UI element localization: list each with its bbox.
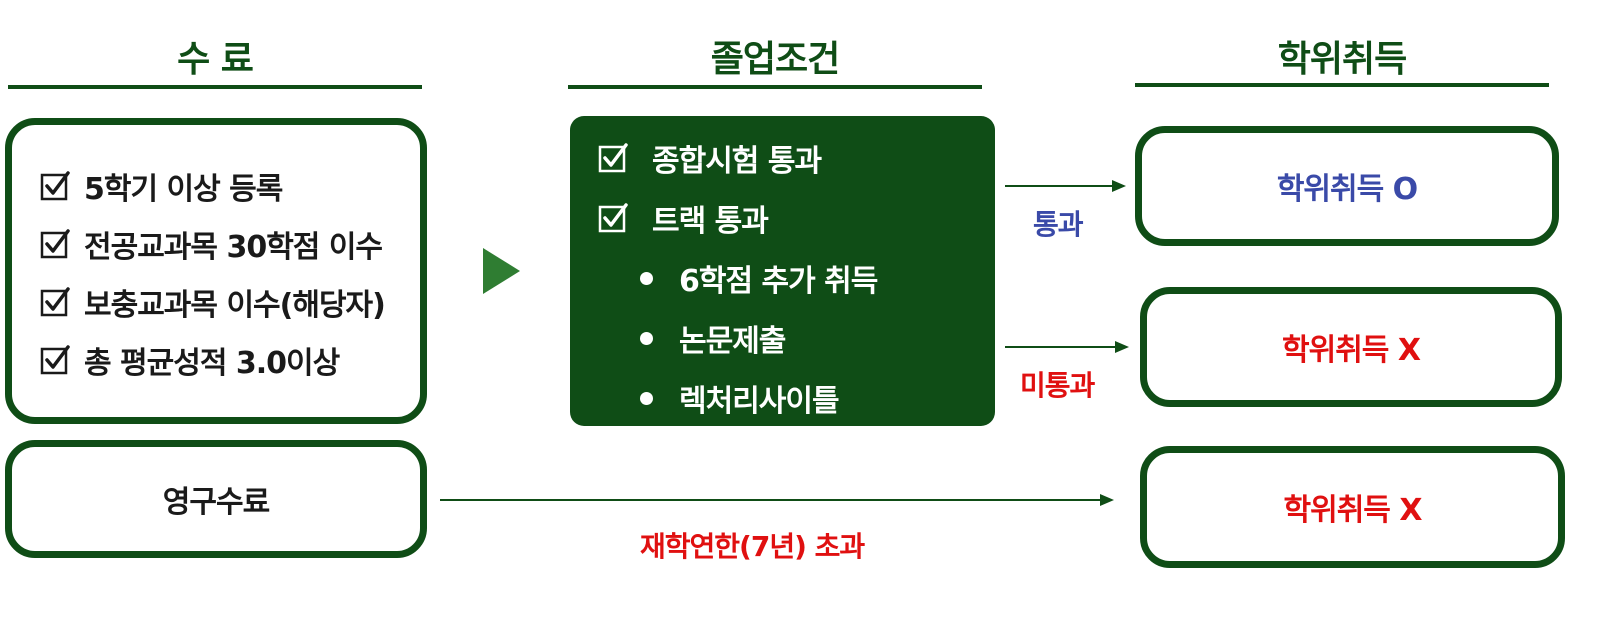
completion-list: 5학기 이상 등록 전공교과목 30학점 이수 보충교과목 이수(해당자) 총 … xyxy=(40,157,386,389)
completion-item: 5학기 이상 등록 xyxy=(40,157,385,215)
completion-item-label: 전공교과목 30학점 이수 xyxy=(84,230,383,265)
arrow-right-icon xyxy=(1005,341,1129,353)
conditions-list: 종합시험 통과 트랙 통과 6학점 추가 취득 논문제출 렉처리사이틀 xyxy=(598,128,878,428)
permanent-completion-label: 영구수료 xyxy=(162,485,270,520)
checkbox-checked-icon xyxy=(40,171,70,201)
condition-sub-item-label: 논문제출 xyxy=(679,324,786,359)
completion-item: 보충교과목 이수(해당자) xyxy=(40,273,386,331)
completion-item-label: 보충교과목 이수(해당자) xyxy=(84,288,386,323)
condition-sub-item-label: 렉처리사이틀 xyxy=(679,384,840,419)
arrow-label-fail: 미통과 xyxy=(1020,369,1095,402)
header-degree: 학위취득 xyxy=(1277,39,1407,80)
arrow-label-pass: 통과 xyxy=(1033,208,1084,241)
checkbox-checked-icon xyxy=(598,203,628,233)
arrow-label-exceeded: 재학연한(7년) 초과 xyxy=(640,530,865,563)
completion-item-label: 총 평균성적 3.0이상 xyxy=(84,346,340,381)
condition-item-label: 트랙 통과 xyxy=(652,204,769,239)
condition-sub-item: 논문제출 xyxy=(598,308,877,368)
header-conditions: 졸업조건 xyxy=(710,39,840,80)
header-completion-rule xyxy=(8,85,422,89)
permanent-completion-box: 영구수료 xyxy=(5,440,427,558)
completion-box: 5학기 이상 등록 전공교과목 30학점 이수 보충교과목 이수(해당자) 총 … xyxy=(5,118,427,424)
arrow-right-icon xyxy=(440,494,1114,506)
condition-sub-item-label: 6학점 추가 취득 xyxy=(679,264,878,299)
completion-item: 총 평균성적 3.0이상 xyxy=(40,331,385,389)
completion-item: 전공교과목 30학점 이수 xyxy=(40,215,385,273)
outcome-box-fail: 학위취득 X xyxy=(1140,287,1562,407)
completion-item-label: 5학기 이상 등록 xyxy=(84,172,283,207)
outcome-label: 학위취득 X xyxy=(1283,493,1423,528)
outcome-label: 학위취득 O xyxy=(1276,172,1418,207)
condition-item: 종합시험 통과 xyxy=(598,128,877,188)
arrow-right-icon xyxy=(1005,180,1126,192)
conditions-box: 종합시험 통과 트랙 통과 6학점 추가 취득 논문제출 렉처리사이틀 xyxy=(570,116,995,426)
outcome-label: 학위취득 X xyxy=(1282,333,1421,368)
header-completion: 수 료 xyxy=(177,39,254,80)
header-degree-rule xyxy=(1135,83,1549,87)
header-conditions-rule xyxy=(568,85,982,89)
bullet-icon xyxy=(640,331,653,345)
checkbox-checked-icon xyxy=(598,143,628,173)
outcome-box-exceeded: 학위취득 X xyxy=(1140,446,1565,568)
condition-sub-item: 렉처리사이틀 xyxy=(598,368,877,428)
outcome-box-pass: 학위취득 O xyxy=(1135,126,1559,246)
bullet-icon xyxy=(640,271,653,285)
checkbox-checked-icon xyxy=(40,345,70,375)
condition-sub-item: 6학점 추가 취득 xyxy=(598,248,878,308)
checkbox-checked-icon xyxy=(40,287,70,317)
bullet-icon xyxy=(640,391,653,405)
condition-item-label: 종합시험 통과 xyxy=(652,144,822,179)
condition-item: 트랙 통과 xyxy=(598,188,877,248)
checkbox-checked-icon xyxy=(40,229,70,259)
